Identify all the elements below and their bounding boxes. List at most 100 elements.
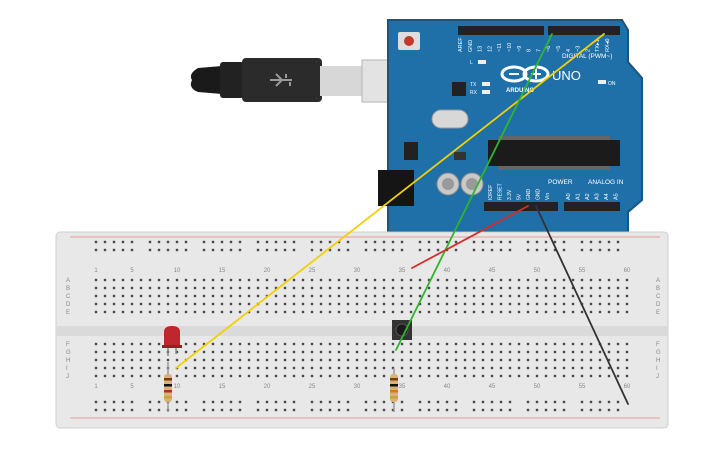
rail-hole[interactable] — [220, 240, 224, 244]
breadboard-hole[interactable] — [499, 366, 503, 370]
breadboard-hole[interactable] — [409, 286, 413, 290]
breadboard-hole[interactable] — [283, 302, 287, 306]
breadboard-hole[interactable] — [157, 294, 161, 298]
breadboard-hole[interactable] — [310, 302, 314, 306]
rail-hole[interactable] — [553, 400, 557, 404]
rail-hole[interactable] — [607, 400, 611, 404]
breadboard-hole[interactable] — [499, 302, 503, 306]
breadboard-hole[interactable] — [481, 342, 485, 346]
breadboard-hole[interactable] — [265, 358, 269, 362]
breadboard-hole[interactable] — [598, 302, 602, 306]
breadboard-hole[interactable] — [193, 286, 197, 290]
breadboard-hole[interactable] — [418, 286, 422, 290]
breadboard-hole[interactable] — [247, 286, 251, 290]
breadboard-hole[interactable] — [139, 310, 143, 314]
breadboard-hole[interactable] — [202, 302, 206, 306]
breadboard-hole[interactable] — [382, 302, 386, 306]
rail-hole[interactable] — [202, 248, 206, 252]
breadboard-hole[interactable] — [301, 350, 305, 354]
rail-hole[interactable] — [445, 408, 449, 412]
breadboard-hole[interactable] — [265, 342, 269, 346]
rail-hole[interactable] — [544, 248, 548, 252]
rail-hole[interactable] — [535, 400, 539, 404]
breadboard-hole[interactable] — [580, 286, 584, 290]
breadboard-hole[interactable] — [94, 342, 98, 346]
breadboard-hole[interactable] — [148, 358, 152, 362]
breadboard-hole[interactable] — [121, 374, 125, 378]
breadboard-hole[interactable] — [346, 294, 350, 298]
breadboard-hole[interactable] — [517, 294, 521, 298]
rail-hole[interactable] — [274, 408, 278, 412]
breadboard-hole[interactable] — [346, 366, 350, 370]
breadboard-hole[interactable] — [364, 294, 368, 298]
breadboard-hole[interactable] — [193, 342, 197, 346]
breadboard-hole[interactable] — [139, 358, 143, 362]
breadboard-hole[interactable] — [463, 350, 467, 354]
rail-hole[interactable] — [319, 408, 323, 412]
breadboard-hole[interactable] — [103, 310, 107, 314]
breadboard-hole[interactable] — [112, 310, 116, 314]
breadboard-hole[interactable] — [193, 302, 197, 306]
rail-hole[interactable] — [544, 400, 548, 404]
rail-hole[interactable] — [544, 408, 548, 412]
breadboard-hole[interactable] — [103, 286, 107, 290]
breadboard-hole[interactable] — [337, 310, 341, 314]
rail-hole[interactable] — [256, 408, 260, 412]
rail-hole[interactable] — [121, 240, 125, 244]
breadboard-hole[interactable] — [220, 374, 224, 378]
breadboard-hole[interactable] — [166, 310, 170, 314]
rail-hole[interactable] — [175, 240, 179, 244]
breadboard-hole[interactable] — [382, 366, 386, 370]
breadboard-hole[interactable] — [436, 358, 440, 362]
rail-hole[interactable] — [130, 408, 134, 412]
breadboard-hole[interactable] — [301, 358, 305, 362]
rail-hole[interactable] — [265, 408, 269, 412]
breadboard-hole[interactable] — [121, 310, 125, 314]
breadboard-hole[interactable] — [598, 294, 602, 298]
rail-hole[interactable] — [211, 240, 215, 244]
breadboard-hole[interactable] — [373, 294, 377, 298]
rail-hole[interactable] — [130, 400, 134, 404]
breadboard-hole[interactable] — [544, 374, 548, 378]
breadboard-hole[interactable] — [229, 366, 233, 370]
breadboard-hole[interactable] — [274, 278, 278, 282]
breadboard-hole[interactable] — [94, 310, 98, 314]
breadboard-hole[interactable] — [427, 294, 431, 298]
breadboard-hole[interactable] — [355, 374, 359, 378]
breadboard-hole[interactable] — [319, 374, 323, 378]
breadboard-hole[interactable] — [508, 302, 512, 306]
breadboard-hole[interactable] — [382, 286, 386, 290]
breadboard-hole[interactable] — [130, 366, 134, 370]
rail-hole[interactable] — [535, 248, 539, 252]
rail-hole[interactable] — [202, 400, 206, 404]
breadboard-hole[interactable] — [130, 350, 134, 354]
breadboard-hole[interactable] — [328, 310, 332, 314]
breadboard-hole[interactable] — [283, 278, 287, 282]
breadboard-hole[interactable] — [157, 278, 161, 282]
breadboard-hole[interactable] — [544, 286, 548, 290]
breadboard-hole[interactable] — [184, 342, 188, 346]
breadboard-hole[interactable] — [229, 302, 233, 306]
breadboard-hole[interactable] — [382, 278, 386, 282]
breadboard-hole[interactable] — [463, 374, 467, 378]
breadboard-hole[interactable] — [625, 350, 629, 354]
breadboard-hole[interactable] — [130, 342, 134, 346]
breadboard-hole[interactable] — [283, 310, 287, 314]
breadboard-hole[interactable] — [220, 286, 224, 290]
breadboard-hole[interactable] — [274, 366, 278, 370]
breadboard-hole[interactable] — [373, 342, 377, 346]
breadboard-hole[interactable] — [292, 286, 296, 290]
breadboard-hole[interactable] — [526, 342, 530, 346]
breadboard-hole[interactable] — [139, 286, 143, 290]
breadboard-hole[interactable] — [508, 286, 512, 290]
breadboard-hole[interactable] — [553, 286, 557, 290]
rail-hole[interactable] — [598, 408, 602, 412]
breadboard-hole[interactable] — [598, 286, 602, 290]
breadboard-hole[interactable] — [580, 350, 584, 354]
breadboard-hole[interactable] — [418, 342, 422, 346]
breadboard-hole[interactable] — [625, 374, 629, 378]
breadboard-hole[interactable] — [400, 342, 404, 346]
breadboard-hole[interactable] — [481, 310, 485, 314]
breadboard-hole[interactable] — [247, 374, 251, 378]
rail-hole[interactable] — [184, 248, 188, 252]
